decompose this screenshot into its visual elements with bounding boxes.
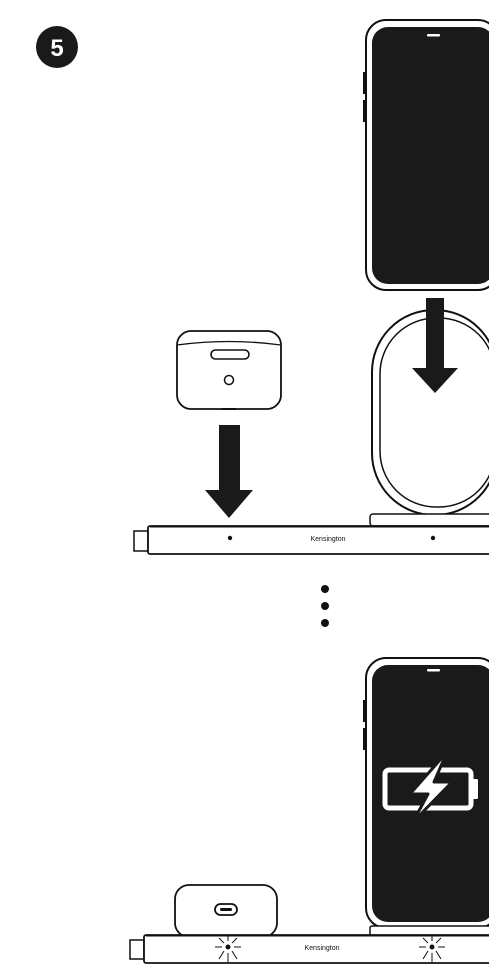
step-number: 5 xyxy=(50,35,63,62)
down-arrow-icon xyxy=(205,425,253,518)
led-glow-icon xyxy=(419,935,445,962)
led-glow-icon xyxy=(215,935,241,962)
step-number-badge: 5 xyxy=(36,26,78,68)
dock-brand-label: Kensington xyxy=(304,945,339,952)
dock-base-top: Kensington xyxy=(133,525,489,555)
battery-charging-icon xyxy=(382,750,478,824)
dock-base-bottom: Kensington xyxy=(129,934,489,964)
down-arrow-icon xyxy=(412,298,458,393)
phone-top xyxy=(363,19,489,291)
dock-brand-label: Kensington xyxy=(310,536,345,543)
vertical-ellipsis-icon xyxy=(321,585,329,627)
earbuds-case-bottom xyxy=(174,884,278,938)
earbuds-case-top xyxy=(176,330,282,410)
charging-stand xyxy=(369,309,489,527)
